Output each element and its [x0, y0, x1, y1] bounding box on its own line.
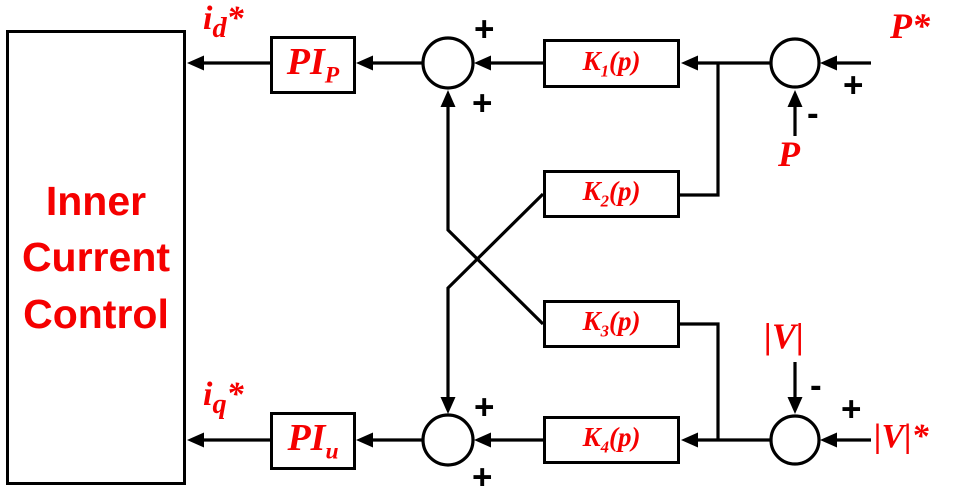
wire-junction1-to-pip: [356, 55, 423, 71]
wire-k3-cross-to-junction1: [440, 90, 545, 326]
k4-block: K4(p): [543, 416, 680, 464]
k2-base: K: [582, 176, 601, 207]
inner-current-control-label: Inner Current Control: [22, 173, 170, 343]
k1-block: K1(p): [543, 39, 680, 88]
k4-sub: 4: [600, 437, 609, 457]
wire-p-error-branch-to-k2: [680, 61, 720, 197]
k1-arg: (p): [608, 45, 641, 76]
signal-p-feedback-label: P: [778, 134, 800, 174]
signal-iq-star: *: [226, 376, 244, 413]
inner-label-line2: Current: [21, 234, 171, 281]
inner-label-line3: Control: [23, 290, 169, 337]
pi-u-block: PIu: [270, 412, 356, 470]
plus-sign-junction2-horizontal: +: [472, 458, 493, 497]
k4-arg: (p): [608, 422, 641, 453]
wire-v-ref-input: [820, 432, 871, 448]
k3-base: K: [582, 306, 601, 337]
sum-junction-p-error: [769, 37, 821, 89]
signal-iq-base: i: [203, 376, 213, 413]
wire-k1-to-junction1: [474, 55, 543, 71]
plus-sign-junction1-horizontal: +: [474, 10, 495, 49]
pi-p-label: PIP: [287, 40, 339, 90]
k1-sub: 1: [600, 61, 609, 81]
wire-v-error-to-k4: [681, 432, 771, 448]
sum-junction-top-left: [421, 36, 475, 90]
pi-u-base: PI: [287, 417, 326, 460]
k2-arg: (p): [608, 176, 641, 207]
wire-k2-cross-to-junction2: [440, 192, 545, 414]
wire-p-feedback-input: [787, 90, 803, 136]
inner-current-control-block: Inner Current Control: [6, 30, 186, 485]
inner-label-line1: Inner: [45, 177, 147, 224]
k4-label: K4(p): [583, 422, 641, 457]
sum-junction-v-error: [769, 414, 821, 466]
k2-sub: 2: [600, 191, 609, 211]
signal-id-sub: d: [212, 12, 227, 44]
pi-u-sub: u: [325, 438, 339, 465]
k2-label: K2(p): [583, 176, 641, 211]
signal-v-feedback-label: |V|: [764, 316, 804, 356]
wire-k4-to-junction2: [474, 432, 543, 448]
pi-p-block: PIP: [270, 36, 356, 94]
wire-junction2-to-piu: [356, 432, 423, 448]
pi-u-label: PIu: [287, 416, 338, 466]
wire-v-feedback-input: [787, 362, 803, 414]
sum-junction-bottom-left: [421, 413, 475, 467]
plus-sign-junction2-vertical: +: [474, 388, 495, 427]
plus-sign-p-ref: +: [843, 66, 864, 105]
wire-p-ref-input: [820, 55, 871, 71]
pi-p-base: PI: [286, 41, 325, 84]
signal-id-ref-label: id*: [203, 2, 244, 43]
plus-sign-junction1-vertical: +: [472, 84, 493, 123]
k4-base: K: [582, 422, 601, 453]
k3-sub: 3: [600, 321, 609, 341]
k2-block: K2(p): [543, 170, 680, 218]
plus-sign-v-ref: +: [841, 390, 862, 429]
k3-arg: (p): [608, 306, 641, 337]
signal-id-star: *: [226, 0, 244, 37]
wire-piu-to-inner-control: [187, 432, 270, 448]
k1-base: K: [582, 45, 601, 76]
k1-label: K1(p): [583, 46, 641, 81]
signal-id-base: i: [203, 0, 213, 37]
minus-sign-v-feedback: -: [810, 366, 822, 405]
signal-iq-sub: q: [212, 388, 227, 420]
k3-label: K3(p): [583, 306, 641, 341]
signal-p-ref-label: P*: [890, 6, 930, 46]
minus-sign-p-feedback: -: [807, 94, 819, 133]
wire-pip-to-inner-control: [187, 55, 270, 71]
pi-p-sub: P: [324, 62, 340, 89]
signal-v-ref-label: |V|*: [874, 418, 929, 455]
wire-v-error-branch-to-k3: [680, 322, 720, 442]
wire-p-error-to-k1: [681, 55, 771, 71]
k3-block: K3(p): [543, 300, 680, 348]
signal-iq-ref-label: iq*: [203, 378, 244, 419]
